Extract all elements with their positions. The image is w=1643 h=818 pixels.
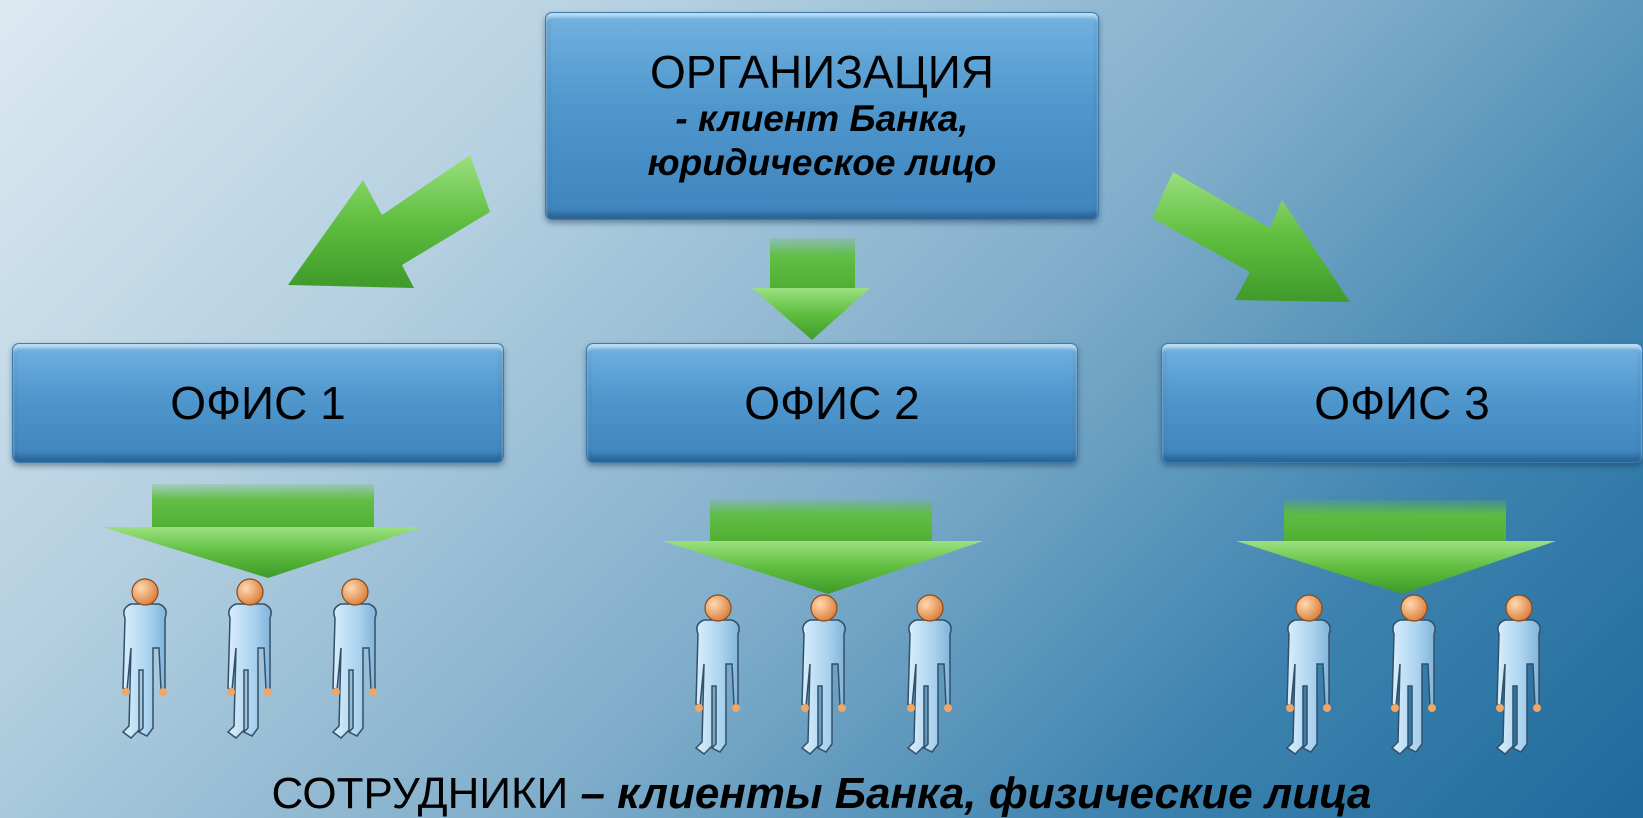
person-icon [1285,594,1332,755]
person-icon [800,594,847,755]
office-1-label: ОФИС 1 [170,377,346,429]
organization-box: ОРГАНИЗАЦИЯ - клиент Банка, юридическое … [545,12,1099,220]
person-icon [121,578,168,739]
arrow-icon [1152,172,1350,302]
employees-caption-main: СОТРУДНИКИ [271,769,569,818]
office-3-label: ОФИС 3 [1314,377,1490,429]
person-icon [226,578,273,739]
arrow-icon [662,500,983,594]
office-2-box: ОФИС 2 [586,343,1078,463]
employees-caption: СОТРУДНИКИ – клиенты Банка, физические л… [0,770,1643,818]
arrow-icon [1236,500,1556,594]
office-3-box: ОФИС 3 [1161,343,1643,463]
office-1-box: ОФИС 1 [12,343,504,463]
office-2-label: ОФИС 2 [744,377,920,429]
person-icon [1495,594,1542,755]
person-icon [906,594,953,755]
organization-title: ОРГАНИЗАЦИЯ [649,46,995,98]
person-icon [694,594,741,755]
arrow-icon [102,484,423,578]
organization-subtitle-line1: - клиент Банка, [675,98,969,139]
arrow-icon [288,155,490,288]
employees-caption-rest: – клиенты Банка, физические лица [568,769,1372,818]
person-icon [331,578,378,739]
person-icon [1390,594,1437,755]
arrow-icon [752,238,870,340]
organization-subtitle-line2: юридическое лицо [647,142,997,183]
